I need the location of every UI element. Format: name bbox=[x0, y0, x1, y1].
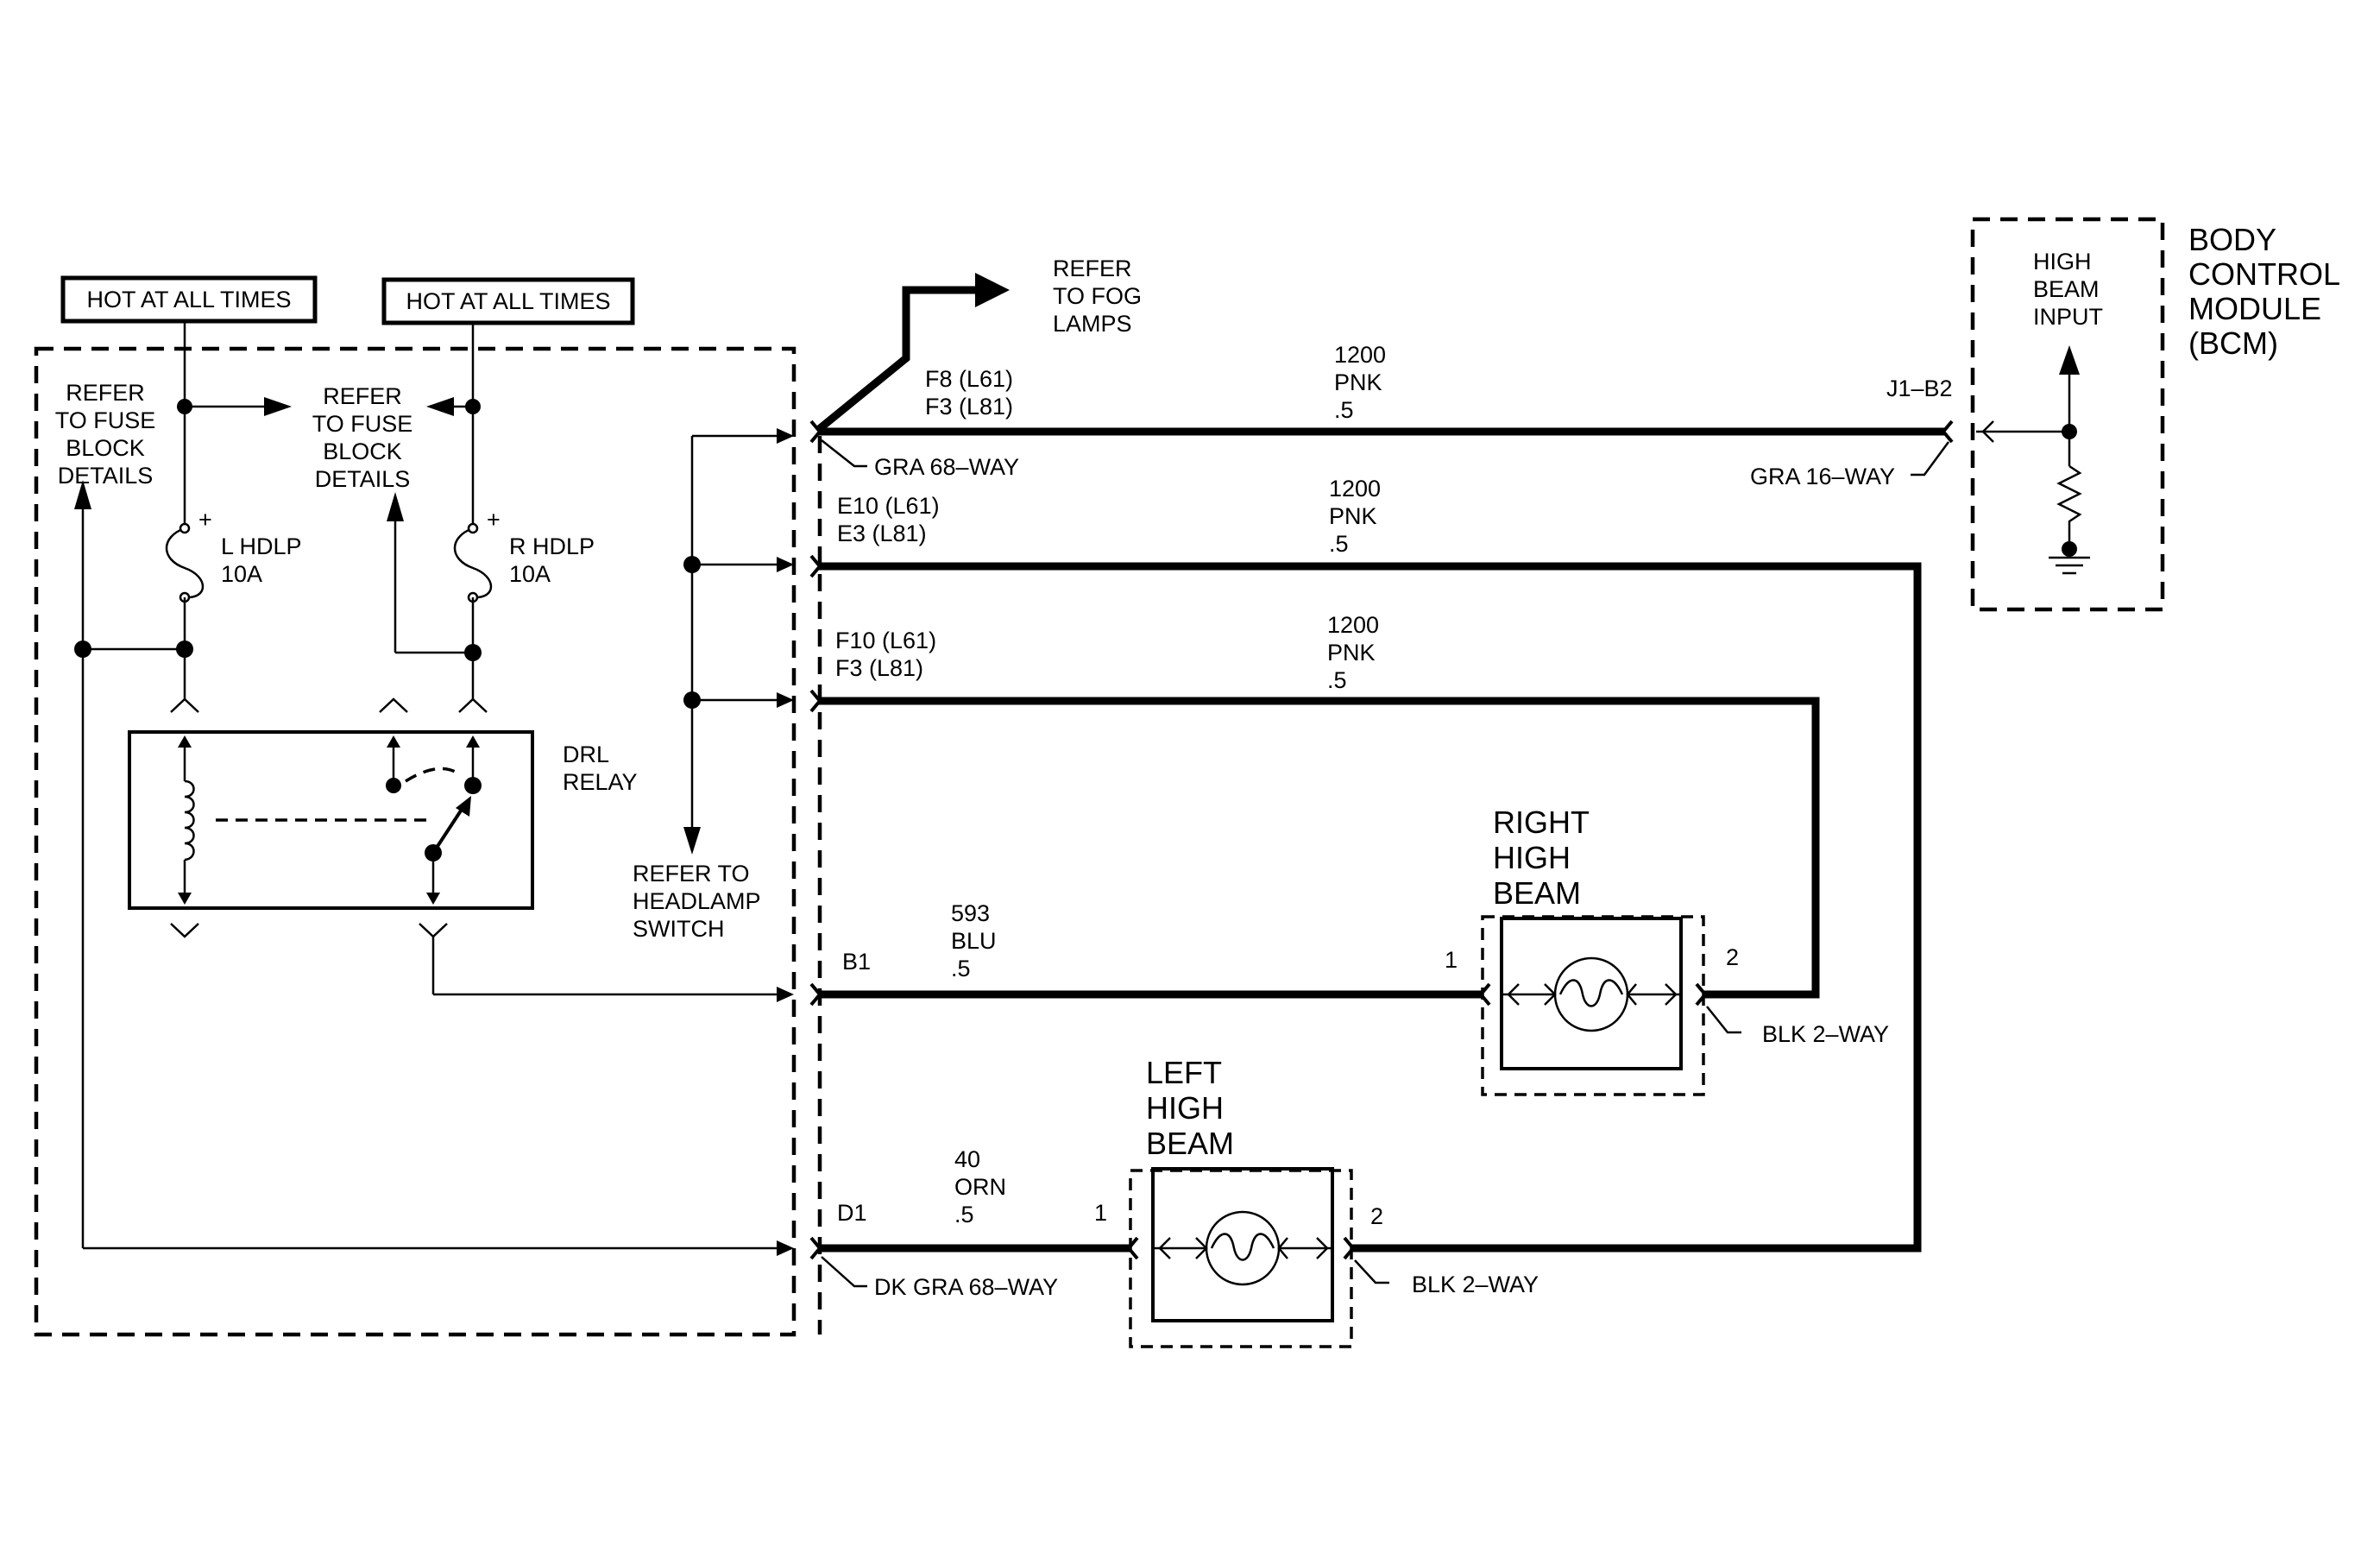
headlamp-switch-bus: REFER TO HEADLAMP SWITCH bbox=[633, 428, 794, 942]
left-blk-2-way-label: BLK 2–WAY bbox=[1412, 1272, 1539, 1297]
relay-label-2: RELAY bbox=[563, 769, 638, 795]
left-fuse-symbol bbox=[165, 527, 205, 599]
circuit-bcm: F8 (L61) F3 (L81) 1200 PNK .5 GRA 68–WAY bbox=[809, 342, 1954, 480]
svg-text:TO FUSE: TO FUSE bbox=[312, 411, 413, 437]
svg-text:2: 2 bbox=[1370, 1203, 1383, 1229]
svg-text:BEAM: BEAM bbox=[1493, 875, 1581, 911]
bcm-pin-label: J1–B2 bbox=[1886, 375, 1953, 401]
gra-68-way-label: GRA 68–WAY bbox=[874, 454, 1019, 480]
svg-text:+: + bbox=[487, 507, 501, 533]
svg-text:TO FOG: TO FOG bbox=[1053, 283, 1142, 309]
circuit-40: D1 40 ORN .5 DK GRA 68–WAY bbox=[809, 1146, 1139, 1300]
right-fuse-rating: 10A bbox=[509, 561, 551, 587]
svg-text:2: 2 bbox=[1726, 944, 1739, 970]
right-blk-2-way-label: BLK 2–WAY bbox=[1762, 1021, 1889, 1047]
svg-text:1: 1 bbox=[1094, 1200, 1107, 1226]
fuse-ref-left: REFER TO FUSE BLOCK DETAILS bbox=[55, 380, 156, 489]
fog-lamp-ref: REFER TO FOG LAMPS bbox=[815, 256, 1142, 433]
svg-text:TO FUSE: TO FUSE bbox=[55, 407, 156, 433]
right-fuse-name: R HDLP bbox=[509, 533, 595, 559]
svg-text:593: 593 bbox=[951, 900, 990, 926]
svg-text:BEAM: BEAM bbox=[2033, 276, 2100, 302]
svg-text:REFER: REFER bbox=[323, 383, 402, 409]
left-fuse-branch: + L HDLP 10A bbox=[74, 321, 302, 1248]
svg-text:.5: .5 bbox=[951, 956, 971, 981]
svg-text:REFER: REFER bbox=[1053, 256, 1132, 281]
hot-label-left: HOT AT ALL TIMES bbox=[86, 287, 291, 312]
svg-text:HIGH: HIGH bbox=[2033, 249, 2092, 275]
svg-text:PNK: PNK bbox=[1329, 503, 1377, 529]
body-control-module: HIGH BEAM INPUT BODY CONTROL MODULE (BCM… bbox=[1750, 217, 2340, 612]
svg-text:CONTROL: CONTROL bbox=[2188, 256, 2340, 292]
svg-text:DETAILS: DETAILS bbox=[315, 466, 411, 492]
svg-text:E10 (L61): E10 (L61) bbox=[837, 493, 940, 519]
svg-text:SWITCH: SWITCH bbox=[633, 916, 724, 942]
svg-text:40: 40 bbox=[954, 1146, 980, 1172]
svg-text:BLOCK: BLOCK bbox=[66, 435, 145, 461]
svg-text:LAMPS: LAMPS bbox=[1053, 311, 1132, 337]
svg-text:1200: 1200 bbox=[1334, 342, 1386, 368]
fuse-relay-center-outline bbox=[34, 346, 796, 1337]
svg-text:F10 (L61): F10 (L61) bbox=[835, 628, 936, 653]
hot-at-all-times-left: HOT AT ALL TIMES bbox=[60, 275, 318, 324]
svg-text:1200: 1200 bbox=[1329, 476, 1381, 502]
svg-text:D1: D1 bbox=[837, 1200, 867, 1226]
svg-text:MODULE: MODULE bbox=[2188, 291, 2321, 326]
svg-text:1200: 1200 bbox=[1327, 612, 1379, 638]
svg-text:GRA 16–WAY: GRA 16–WAY bbox=[1750, 464, 1895, 489]
right-high-beam: RIGHT HIGH BEAM 1 2 BLK 2–WAY bbox=[1445, 805, 1889, 1096]
circuit-left-beam-ground: E10 (L61) E3 (L81) 1200 PNK .5 bbox=[809, 476, 1922, 1253]
svg-text:HEADLAMP: HEADLAMP bbox=[633, 888, 761, 914]
svg-text:BLU: BLU bbox=[951, 928, 997, 954]
dk-gra-68-way-label: DK GRA 68–WAY bbox=[874, 1274, 1058, 1300]
svg-text:REFER: REFER bbox=[66, 380, 145, 406]
svg-text:LEFT: LEFT bbox=[1146, 1055, 1222, 1090]
left-fuse-rating: 10A bbox=[221, 561, 262, 587]
relay-label-1: DRL bbox=[563, 741, 609, 767]
svg-text:HIGH: HIGH bbox=[1146, 1090, 1224, 1126]
svg-text:F3 (L81): F3 (L81) bbox=[835, 655, 923, 681]
circuit-593: B1 593 BLU .5 bbox=[809, 900, 1491, 1007]
svg-text:BEAM: BEAM bbox=[1146, 1126, 1234, 1161]
svg-text:.5: .5 bbox=[1327, 667, 1347, 693]
svg-text:.5: .5 bbox=[1329, 531, 1349, 557]
bcm-resistor-icon bbox=[2056, 464, 2082, 549]
left-fuse-name: L HDLP bbox=[221, 533, 302, 559]
svg-text:RIGHT: RIGHT bbox=[1493, 805, 1590, 840]
svg-text:.5: .5 bbox=[1334, 397, 1354, 423]
drl-relay: DRL RELAY bbox=[128, 730, 794, 1002]
right-bulb-icon bbox=[1553, 956, 1629, 1032]
hot-at-all-times-right: HOT AT ALL TIMES bbox=[381, 277, 635, 325]
svg-text:E3 (L81): E3 (L81) bbox=[837, 521, 927, 546]
svg-text:(BCM): (BCM) bbox=[2188, 325, 2278, 361]
relay-coil-icon bbox=[184, 779, 195, 861]
svg-text:PNK: PNK bbox=[1327, 640, 1376, 666]
left-bulb-icon bbox=[1205, 1210, 1281, 1286]
svg-text:F3 (L81): F3 (L81) bbox=[925, 394, 1013, 420]
svg-text:PNK: PNK bbox=[1334, 369, 1382, 395]
svg-text:B1: B1 bbox=[842, 949, 871, 975]
svg-text:REFER TO: REFER TO bbox=[633, 861, 750, 887]
left-high-beam: LEFT HIGH BEAM 1 2 BLK 2–WAY bbox=[1094, 1055, 1539, 1348]
svg-text:F8 (L61): F8 (L61) bbox=[925, 366, 1013, 392]
hot-label-right: HOT AT ALL TIMES bbox=[406, 288, 610, 314]
svg-text:.5: .5 bbox=[954, 1202, 974, 1227]
fuse-ref-right: REFER TO FUSE BLOCK DETAILS bbox=[312, 383, 413, 492]
right-fuse-symbol bbox=[453, 527, 493, 599]
svg-text:BLOCK: BLOCK bbox=[323, 439, 402, 464]
svg-text:+: + bbox=[198, 507, 212, 533]
svg-text:BODY: BODY bbox=[2188, 222, 2276, 257]
svg-text:INPUT: INPUT bbox=[2033, 304, 2103, 330]
circuit-right-beam-ground: F10 (L61) F3 (L81) 1200 PNK .5 bbox=[809, 612, 1820, 999]
right-fuse-branch: + R HDLP 10A bbox=[379, 323, 595, 713]
svg-text:HIGH: HIGH bbox=[1493, 840, 1571, 875]
svg-text:ORN: ORN bbox=[954, 1174, 1006, 1200]
svg-text:1: 1 bbox=[1445, 947, 1458, 973]
svg-text:DETAILS: DETAILS bbox=[58, 463, 154, 489]
